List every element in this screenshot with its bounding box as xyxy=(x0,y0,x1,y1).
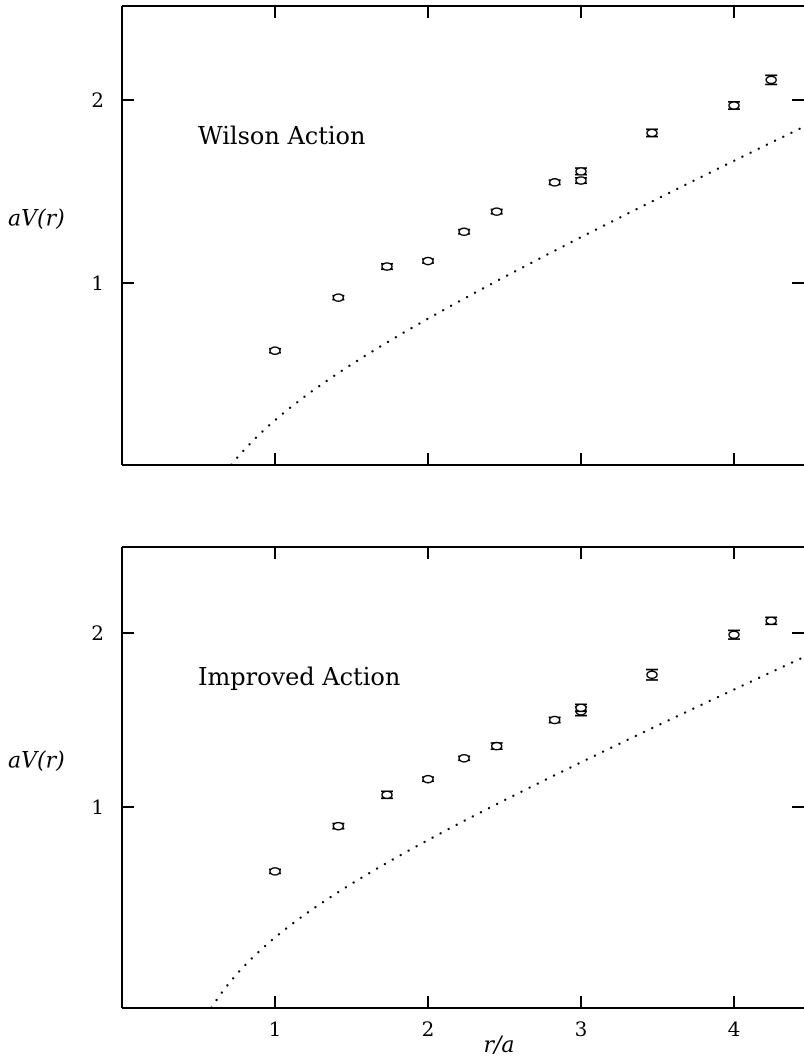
x-tick-label: 1 xyxy=(269,1017,282,1041)
data-point xyxy=(728,101,740,110)
point-marker xyxy=(728,630,740,640)
point-marker xyxy=(458,227,470,237)
improved-action-panel: 1 2 3 4 1 2 aV(r) r/a Improved Action xyxy=(8,546,804,1058)
x-axis-label: r/a xyxy=(483,1033,514,1058)
fit-curve xyxy=(210,655,804,1009)
data-point xyxy=(765,74,778,86)
point-marker xyxy=(646,128,658,138)
point-marker xyxy=(458,753,470,763)
panel-annotation: Improved Action xyxy=(198,663,400,691)
data-point xyxy=(765,616,778,626)
point-marker xyxy=(381,790,393,800)
point-marker xyxy=(269,867,281,876)
data-point xyxy=(380,790,393,800)
point-marker xyxy=(381,262,393,271)
data-point xyxy=(458,227,471,237)
point-marker xyxy=(422,774,434,784)
y-tick-label: 2 xyxy=(91,621,104,645)
data-point xyxy=(490,207,503,216)
point-marker xyxy=(269,346,281,356)
point-marker xyxy=(490,741,503,751)
data-point xyxy=(548,178,561,187)
panel-annotation: Wilson Action xyxy=(198,122,365,150)
data-point xyxy=(645,128,658,138)
data-point xyxy=(332,821,345,831)
point-marker xyxy=(548,715,561,725)
wilson-action-panel: 1 2 aV(r) Wilson Action xyxy=(8,5,804,466)
data-point xyxy=(490,741,503,751)
point-marker xyxy=(422,256,434,266)
x-tick-label: 4 xyxy=(728,1017,741,1041)
data-point xyxy=(575,703,587,713)
point-marker xyxy=(765,616,777,626)
point-marker xyxy=(575,703,587,713)
x-tick-label: 2 xyxy=(422,1017,435,1041)
point-marker xyxy=(548,178,561,187)
point-marker xyxy=(575,176,587,185)
data-point xyxy=(269,346,281,356)
data-point xyxy=(548,715,561,725)
point-marker xyxy=(765,75,777,85)
point-marker xyxy=(332,821,345,831)
point-marker xyxy=(332,293,345,302)
data-point xyxy=(269,867,281,876)
data-point xyxy=(575,176,587,185)
y-tick-label: 2 xyxy=(91,88,104,112)
y-axis-label: aV(r) xyxy=(8,749,65,774)
y-axis-label: aV(r) xyxy=(8,207,65,232)
data-point xyxy=(422,256,434,266)
data-point xyxy=(458,753,471,763)
point-marker xyxy=(490,207,503,216)
data-point xyxy=(422,774,434,784)
point-marker xyxy=(646,670,658,680)
data-point xyxy=(332,293,345,302)
y-tick-label: 1 xyxy=(91,795,104,819)
data-point xyxy=(380,262,393,271)
data-point xyxy=(645,668,658,681)
x-tick-label: 3 xyxy=(575,1017,588,1041)
point-marker xyxy=(575,167,587,176)
data-point xyxy=(728,629,740,640)
data-point xyxy=(575,167,587,176)
point-marker xyxy=(728,101,740,110)
y-tick-label: 1 xyxy=(91,271,104,295)
